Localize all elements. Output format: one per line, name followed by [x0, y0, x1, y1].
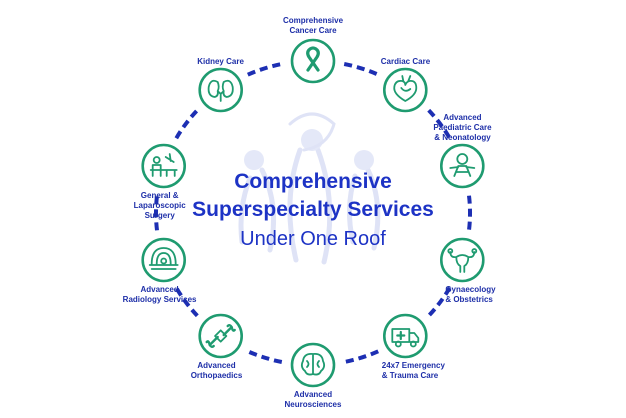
service-label-line: Radiology Services: [122, 294, 197, 304]
service-label-line: Cardiac Care: [380, 57, 431, 67]
service-label-line: Orthopaedics: [190, 370, 243, 380]
service-label: Cardiac Care: [381, 57, 430, 67]
service-label: Gynaecology& Obstetrics: [445, 285, 495, 305]
service-label-line: Advanced: [443, 113, 482, 123]
service-label-line: & Neonatology: [434, 133, 491, 143]
service-node: [289, 341, 337, 389]
ring-dash-arc: [246, 349, 283, 364]
ring-dash-arc: [246, 62, 283, 77]
service-label-line: Neurosciences: [284, 400, 342, 409]
service-label: Kidney Care: [197, 57, 244, 67]
service-node: [438, 236, 487, 284]
service-label-line: Advanced: [197, 360, 236, 370]
service-label-line: Comprehensive: [283, 16, 344, 25]
service-label-line: 24x7 Emergency: [381, 360, 445, 370]
kidney-icon: [207, 79, 234, 102]
service-label-line: & Trauma Care: [381, 370, 439, 380]
service-label-line: Paediatric Care: [433, 123, 492, 133]
baby-icon: [449, 153, 476, 177]
bone-joint-icon: [205, 324, 236, 348]
ring-dash-arc: [467, 195, 473, 231]
service-label-line: & Obstetrics: [445, 294, 493, 304]
service-node: [196, 312, 245, 360]
service-label-line: Advanced: [293, 390, 333, 399]
scanner-icon: [148, 247, 179, 270]
service-label-line: Kidney Care: [197, 57, 244, 67]
service-label-line: Surgery: [144, 211, 175, 221]
service-node: [289, 37, 337, 85]
service-label-line: Gynaecology: [445, 284, 496, 294]
heart-icon: [393, 75, 418, 102]
service-node: [139, 236, 188, 284]
service-label-line: Advanced: [140, 284, 179, 294]
service-node-ring: [141, 237, 186, 283]
ribbon-icon: [306, 46, 320, 72]
family-watermark-icon: [238, 112, 381, 265]
service-label-line: Cancer Care: [289, 26, 337, 35]
service-node: [438, 142, 487, 190]
ring-dash-arc: [153, 195, 159, 231]
ring-dash-arc: [343, 62, 380, 77]
title-line-3: Under One Roof: [240, 228, 386, 250]
service-label: 24x7 Emergency& Trauma Care: [382, 361, 445, 381]
service-label-line: General &: [140, 191, 179, 201]
service-label-line: Laparoscopic: [133, 201, 186, 211]
service-node: [139, 142, 188, 190]
service-node: [196, 66, 245, 114]
ring-dash-arc: [174, 108, 199, 140]
ambulance-icon: [391, 328, 420, 348]
service-node: [381, 66, 430, 114]
service-node-ring: [198, 313, 243, 359]
title-line-2: Superspecialty Services: [192, 198, 434, 221]
uterus-icon: [447, 248, 478, 273]
service-node: [381, 312, 430, 360]
ring-dash-arc: [174, 286, 199, 318]
ring-dash-arc: [427, 286, 452, 318]
ring-dash-arc: [427, 108, 452, 140]
brain-icon: [300, 352, 326, 376]
ring-dash-arc: [343, 349, 380, 364]
surgery-icon: [149, 153, 178, 177]
dashed-ring: [153, 62, 473, 364]
service-node-ring: [382, 313, 428, 359]
title-line-1: Comprehensive: [234, 170, 392, 193]
service-node-ring: [198, 67, 243, 113]
